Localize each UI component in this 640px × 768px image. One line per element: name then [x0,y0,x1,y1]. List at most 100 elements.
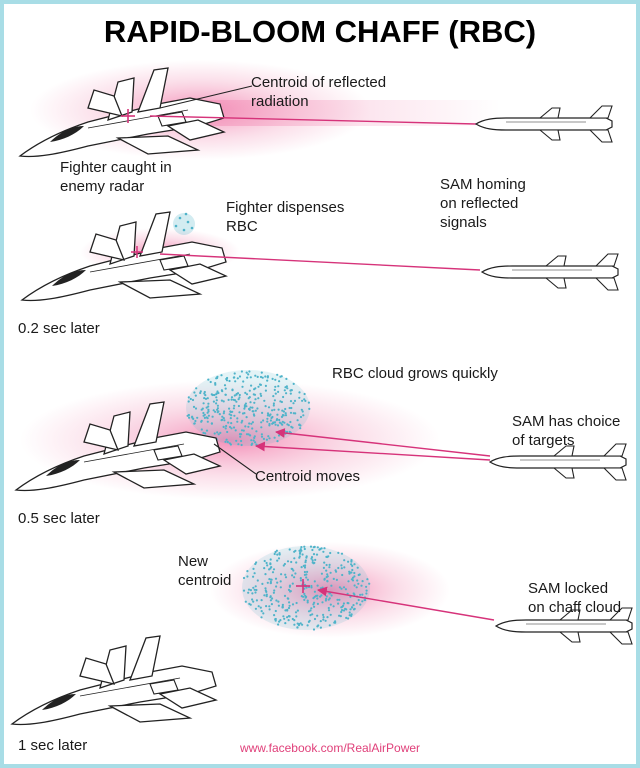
chaff-particle [366,578,369,581]
chaff-particle [231,388,234,391]
chaff-particle [207,414,210,417]
centroid-label-line1: Centroid of reflected [251,74,386,91]
chaff-particle [188,416,191,419]
chaff-particle [337,566,340,570]
chaff-particle [322,566,325,570]
chaff-particle [221,418,224,421]
chaff-particle [292,412,295,415]
chaff-particle [365,585,368,588]
chaff-particle [323,547,326,550]
chaff-particle [273,436,276,439]
chaff-particle [299,577,302,580]
chaff-particle [272,568,276,571]
chaff-particle [283,594,287,598]
chaff-particle [264,375,267,378]
chaff-particle [292,569,295,572]
chaff-particle [302,564,305,568]
chaff-particle [200,428,203,431]
chaff-particle [326,573,329,576]
chaff-particle [351,564,354,568]
chaff-particle [319,587,322,590]
chaff-particle [319,620,322,623]
chaff-particle [338,598,341,601]
chaff-particle [264,573,267,576]
chaff-particle [241,412,245,415]
chaff-particle [278,418,281,422]
chaff-particle [259,606,262,609]
chaff-particle [262,612,265,615]
chaff-particle [253,572,256,575]
chaff-particle [273,552,276,556]
chaff-particle [284,407,287,411]
chaff-particle [353,584,356,587]
chaff-particle [298,556,301,559]
chaff-particle [244,425,247,428]
fighter-label-line2: enemy radar [60,178,144,195]
chaff-particle [323,561,326,564]
chaff-particle [294,611,298,614]
chaff-particle [342,586,346,589]
chaff-particle [291,574,294,577]
chaff-particle [194,394,197,397]
chaff-particle [249,589,252,592]
chaff-particle [350,560,353,563]
chaff-particle [303,392,306,396]
chaff-particle [324,599,327,602]
chaff-particle [251,427,254,430]
chaff-particle [252,586,255,589]
chaff-particle [248,370,251,373]
chaff-particle [225,377,228,381]
chaff-particle [205,429,209,432]
chaff-particle [253,435,256,438]
chaff-particle [301,399,304,402]
chaff-particle [220,399,223,402]
chaff-particle [240,433,243,436]
chaff-particle [268,437,271,440]
chaff-particle [328,566,331,569]
chaff-particle [330,594,333,597]
chaff-particle [254,607,257,610]
chaff-particle [284,573,287,576]
chaff-particle [222,412,225,415]
chaff-particle [293,550,296,553]
chaff-particle [201,407,204,410]
chaff-particle [319,548,322,551]
chaff-particle [259,392,262,395]
chaff-particle [203,392,206,395]
chaff-particle [206,397,209,400]
centroid-label-line2: radiation [251,93,309,110]
chaff-particle [285,377,288,380]
chaff-particle [213,393,216,397]
chaff-particle [260,421,263,424]
chaff-particle [295,561,298,564]
chaff-particle [311,613,314,616]
chaff-particle [268,608,271,611]
chaff-particle [280,415,284,418]
chaff-particle [224,440,227,443]
chaff-particle [288,585,291,588]
chaff-particle [299,551,302,554]
chaff-particle [224,387,227,390]
chaff-particle [296,419,299,422]
chaff-particle [260,371,263,374]
chaff-particle [233,404,236,407]
chaff-particle [284,622,287,625]
chaff-particle [316,584,319,587]
chaff-particle [312,628,316,631]
chaff-particle [330,584,333,587]
chaff-particle [251,598,254,601]
radar-reflection-glow [210,542,450,638]
chaff-particle [202,402,205,405]
chaff-particle [288,548,291,551]
chaff-particle [300,408,303,411]
chaff-particle [260,435,264,438]
chaff-particle [254,585,257,588]
chaff-particle [273,614,276,617]
chaff-particle [299,622,302,625]
cloud-label: RBC cloud grows quickly [332,365,498,382]
chaff-particle [212,409,215,412]
chaff-particle [245,371,248,374]
chaff-particle [234,380,237,383]
chaff-particle [279,400,282,403]
chaff-particle [214,410,217,413]
